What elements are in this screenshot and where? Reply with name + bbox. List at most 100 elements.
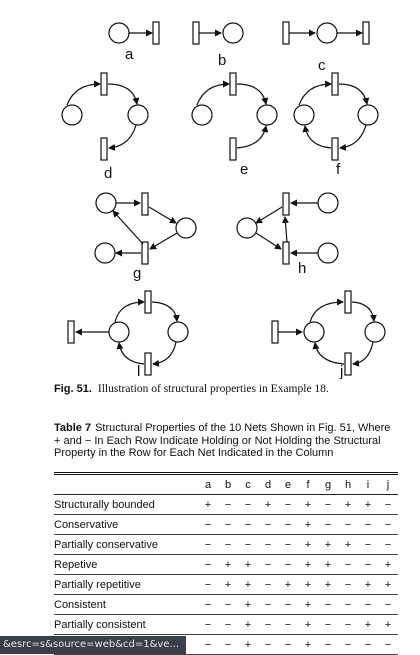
table-row: Consistent−−+−−+−−−− — [54, 594, 398, 615]
net-label-b: b — [218, 52, 226, 69]
property-value-cell: − — [318, 634, 338, 655]
property-value-cell: + — [358, 614, 378, 635]
property-value-cell: − — [238, 494, 258, 515]
property-value-cell: − — [198, 614, 218, 635]
table-row: Conservative−−−−−+−−−− — [54, 514, 398, 535]
net-a — [108, 21, 160, 45]
transition — [192, 21, 200, 45]
property-value-cell: − — [378, 634, 398, 655]
property-value-cell: − — [338, 554, 358, 575]
column-header: f — [298, 473, 318, 495]
property-value-cell: − — [358, 554, 378, 575]
net-label-e: e — [240, 161, 248, 178]
net-d — [61, 72, 149, 161]
net-e — [191, 72, 278, 161]
column-header: c — [238, 473, 258, 495]
property-value-cell: + — [318, 554, 338, 575]
column-header: i — [358, 473, 378, 495]
property-value-cell: − — [278, 634, 298, 655]
property-value-cell: − — [238, 534, 258, 555]
table-body: Structurally bounded+−−+−+−++−Conservati… — [54, 494, 398, 655]
property-value-cell: − — [278, 554, 298, 575]
property-name: Partially conservative — [54, 534, 198, 555]
net-label-c: c — [318, 57, 326, 74]
figure-caption-text: Illustration of structural properties in… — [97, 383, 329, 395]
property-value-cell: − — [218, 534, 238, 555]
table-row: Repetive−++−−++−−+ — [54, 554, 398, 575]
column-header: j — [378, 473, 398, 495]
property-value-cell: + — [378, 574, 398, 595]
property-name: Partially repetitive — [54, 574, 198, 595]
property-value-cell: − — [218, 614, 238, 635]
figure-caption: Fig. 51. Illustration of structural prope… — [54, 383, 414, 395]
figure-number: Fig. 51. — [54, 383, 92, 395]
property-value-cell: + — [238, 554, 258, 575]
property-value-cell: − — [318, 494, 338, 515]
property-value-cell: − — [338, 614, 358, 635]
property-value-cell: − — [278, 594, 298, 615]
property-value-cell: + — [238, 594, 258, 615]
property-value-cell: − — [318, 614, 338, 635]
property-value-cell: + — [318, 574, 338, 595]
property-value-cell: + — [298, 594, 318, 615]
property-value-cell: − — [218, 594, 238, 615]
property-value-cell: + — [318, 534, 338, 555]
net-label-f: f — [336, 161, 341, 178]
property-value-cell: − — [378, 594, 398, 615]
net-j — [271, 290, 386, 376]
property-value-cell: − — [218, 634, 238, 655]
property-column-header — [54, 473, 198, 495]
property-value-cell: − — [198, 534, 218, 555]
property-value-cell: − — [318, 514, 338, 535]
petri-nets-figure: a b c d e f g h l j — [61, 21, 386, 380]
property-value-cell: + — [258, 494, 278, 515]
net-f — [293, 72, 379, 161]
transition — [362, 21, 370, 45]
property-name: Repetive — [54, 554, 198, 575]
property-value-cell: − — [378, 494, 398, 515]
property-value-cell: + — [198, 494, 218, 515]
property-value-cell: + — [378, 614, 398, 635]
net-h — [236, 192, 339, 265]
property-name: Partially consistent — [54, 614, 198, 635]
property-value-cell: − — [338, 514, 358, 535]
property-value-cell: + — [298, 614, 318, 635]
table-header-row: a b c d e f g h i j — [54, 473, 398, 495]
table-row: Partially repetitive−++−+++−++ — [54, 574, 398, 595]
property-value-cell: − — [278, 614, 298, 635]
property-value-cell: + — [298, 494, 318, 515]
property-value-cell: + — [238, 614, 258, 635]
net-label-a: a — [125, 46, 134, 63]
column-header: a — [198, 473, 218, 495]
property-value-cell: + — [358, 574, 378, 595]
property-value-cell: + — [298, 534, 318, 555]
property-value-cell: − — [358, 594, 378, 615]
property-value-cell: − — [358, 634, 378, 655]
property-value-cell: + — [358, 494, 378, 515]
net-label-l: l — [137, 363, 140, 380]
table-caption-text: Structural Properties of the 10 Nets Sho… — [54, 422, 391, 459]
property-value-cell: + — [238, 634, 258, 655]
net-label-d: d — [104, 165, 112, 182]
place — [222, 22, 244, 44]
property-value-cell: − — [318, 594, 338, 615]
transition — [282, 21, 290, 45]
property-value-cell: + — [278, 574, 298, 595]
property-value-cell: + — [378, 554, 398, 575]
net-label-j: j — [339, 363, 343, 380]
property-value-cell: + — [338, 494, 358, 515]
property-value-cell: − — [258, 514, 278, 535]
property-value-cell: − — [198, 634, 218, 655]
table-number: Table 7 — [54, 422, 92, 434]
property-value-cell: − — [338, 574, 358, 595]
column-header: g — [318, 473, 338, 495]
property-value-cell: − — [378, 514, 398, 535]
place — [316, 22, 338, 44]
property-name: Consistent — [54, 594, 198, 615]
table-row: Structurally bounded+−−+−+−++− — [54, 494, 398, 515]
property-value-cell: − — [258, 634, 278, 655]
property-value-cell: − — [198, 594, 218, 615]
table-row: Partially conservative−−−−−+++−− — [54, 534, 398, 555]
structural-properties-table: a b c d e f g h i j Structurally bounded… — [54, 472, 398, 655]
